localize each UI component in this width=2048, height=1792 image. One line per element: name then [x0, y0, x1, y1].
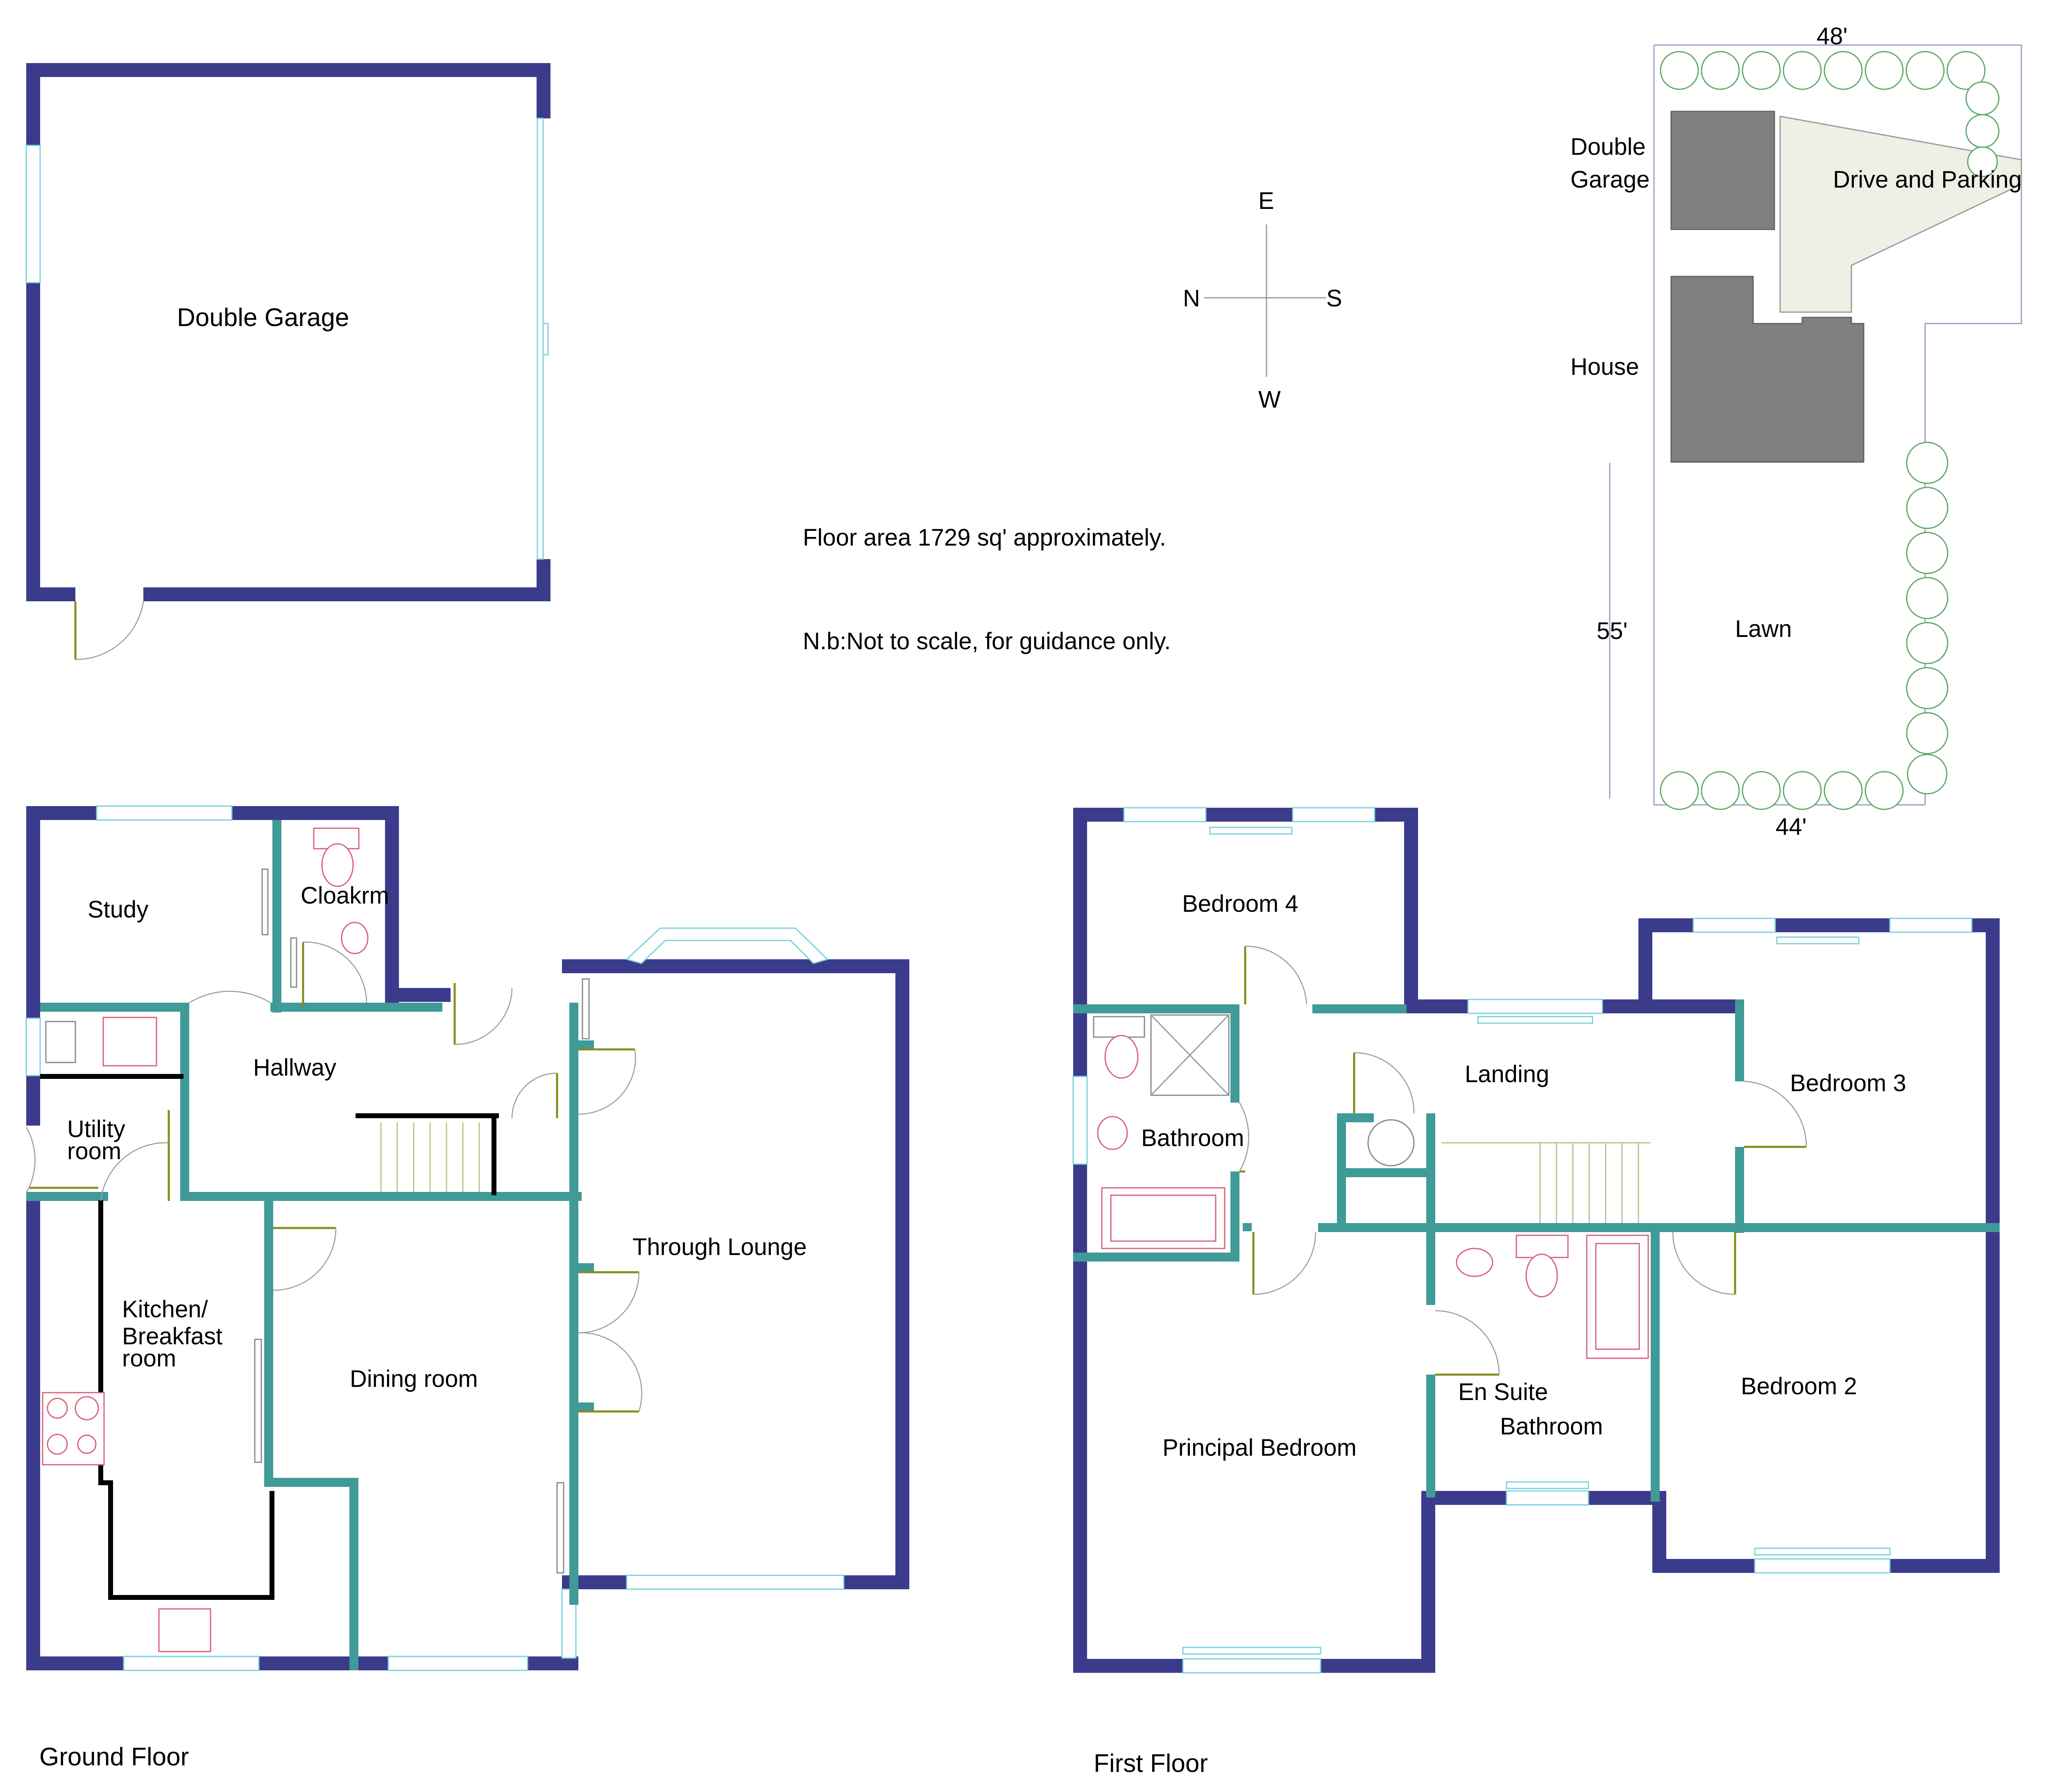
hallway-label: Hallway	[253, 1054, 336, 1081]
site-lawn-label: Lawn	[1735, 616, 1792, 642]
site-depth: 55'	[1597, 618, 1628, 644]
compass-north-label: N	[1183, 285, 1200, 312]
first-floor-title: First Floor	[1094, 1749, 1208, 1778]
site-garage-block	[1670, 111, 1775, 230]
utility-label-line1: Utility	[67, 1116, 125, 1142]
kitchen-label-line3: room	[122, 1345, 176, 1372]
site-width-bottom: 44'	[1776, 813, 1807, 840]
en-suite-label-line2: Bathroom	[1500, 1413, 1603, 1440]
bedroom-4-label: Bedroom 4	[1182, 890, 1298, 917]
through-lounge-label: Through Lounge	[632, 1234, 807, 1260]
bedroom-3-label: Bedroom 3	[1790, 1070, 1906, 1096]
ground-floor-plan: Study Cloakrm Hallway Utility room Kitch…	[25, 805, 909, 1771]
ground-floor-doors	[25, 941, 642, 1413]
site-drive-label: Drive and Parking	[1833, 166, 2022, 193]
compass: E N S W	[1183, 188, 1342, 413]
first-floor-stairs	[1367, 1119, 1651, 1223]
cloakroom-label: Cloakrm	[301, 882, 389, 909]
ground-floor-stairs	[380, 1122, 480, 1192]
compass-east-label: E	[1258, 188, 1274, 214]
ground-floor-title: Ground Floor	[39, 1743, 189, 1771]
garage-up-and-over-door	[537, 118, 544, 560]
utility-label-line2: room	[67, 1138, 121, 1164]
kitchen-label-line2: Breakfast	[122, 1323, 222, 1350]
garage-label: Double Garage	[177, 304, 349, 332]
principal-bedroom-label: Principal Bedroom	[1162, 1434, 1357, 1461]
study-label: Study	[88, 896, 148, 923]
compass-west-label: W	[1258, 386, 1281, 413]
site-garage-label-line1: Double	[1570, 134, 1646, 160]
compass-south-label: S	[1326, 285, 1342, 312]
garage-side-window	[25, 145, 41, 283]
bathroom-label: Bathroom	[1141, 1125, 1244, 1151]
kitchen-label-line1: Kitchen/	[122, 1296, 208, 1323]
landing-label: Landing	[1465, 1061, 1549, 1087]
site-house-block	[1670, 276, 1864, 463]
kitchen-hob	[42, 1392, 105, 1466]
dining-room-label: Dining room	[350, 1366, 478, 1392]
site-garage-label-line2: Garage	[1570, 166, 1649, 193]
scale-disclaimer: N.b:Not to scale, for guidance only.	[803, 628, 1171, 655]
site-hedge	[1660, 51, 2000, 810]
site-width-top: 48'	[1817, 23, 1848, 50]
floor-area-note: Floor area 1729 sq' approximately.	[803, 524, 1166, 551]
en-suite-label-line1: En Suite	[1458, 1379, 1548, 1405]
site-drive-area	[1779, 116, 2022, 313]
site-house-label: House	[1570, 353, 1639, 380]
site-plan: 48' 44' 55' Double Garage Drive and Park…	[1570, 23, 2022, 840]
first-floor-doors	[1239, 945, 1807, 1376]
garage-plan: Double Garage	[25, 63, 551, 660]
first-floor-plan: Bedroom 4 Landing Bedroom 3 Bathroom En …	[1072, 807, 2000, 1778]
bedroom-2-label: Bedroom 2	[1741, 1373, 1857, 1400]
